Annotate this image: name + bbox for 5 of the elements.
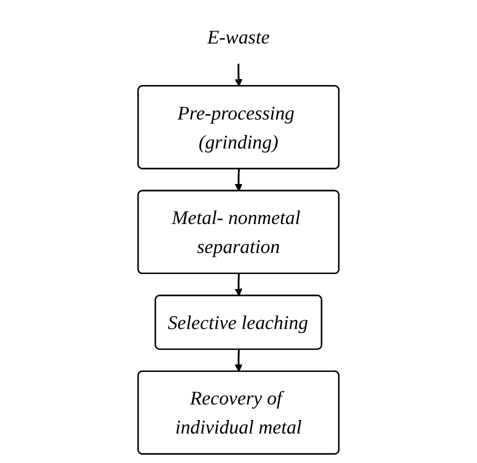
arrow (234, 349, 243, 372)
arrow (234, 273, 243, 296)
node-text: E-waste (207, 25, 270, 48)
arrow (234, 168, 243, 191)
arrow (234, 63, 243, 86)
